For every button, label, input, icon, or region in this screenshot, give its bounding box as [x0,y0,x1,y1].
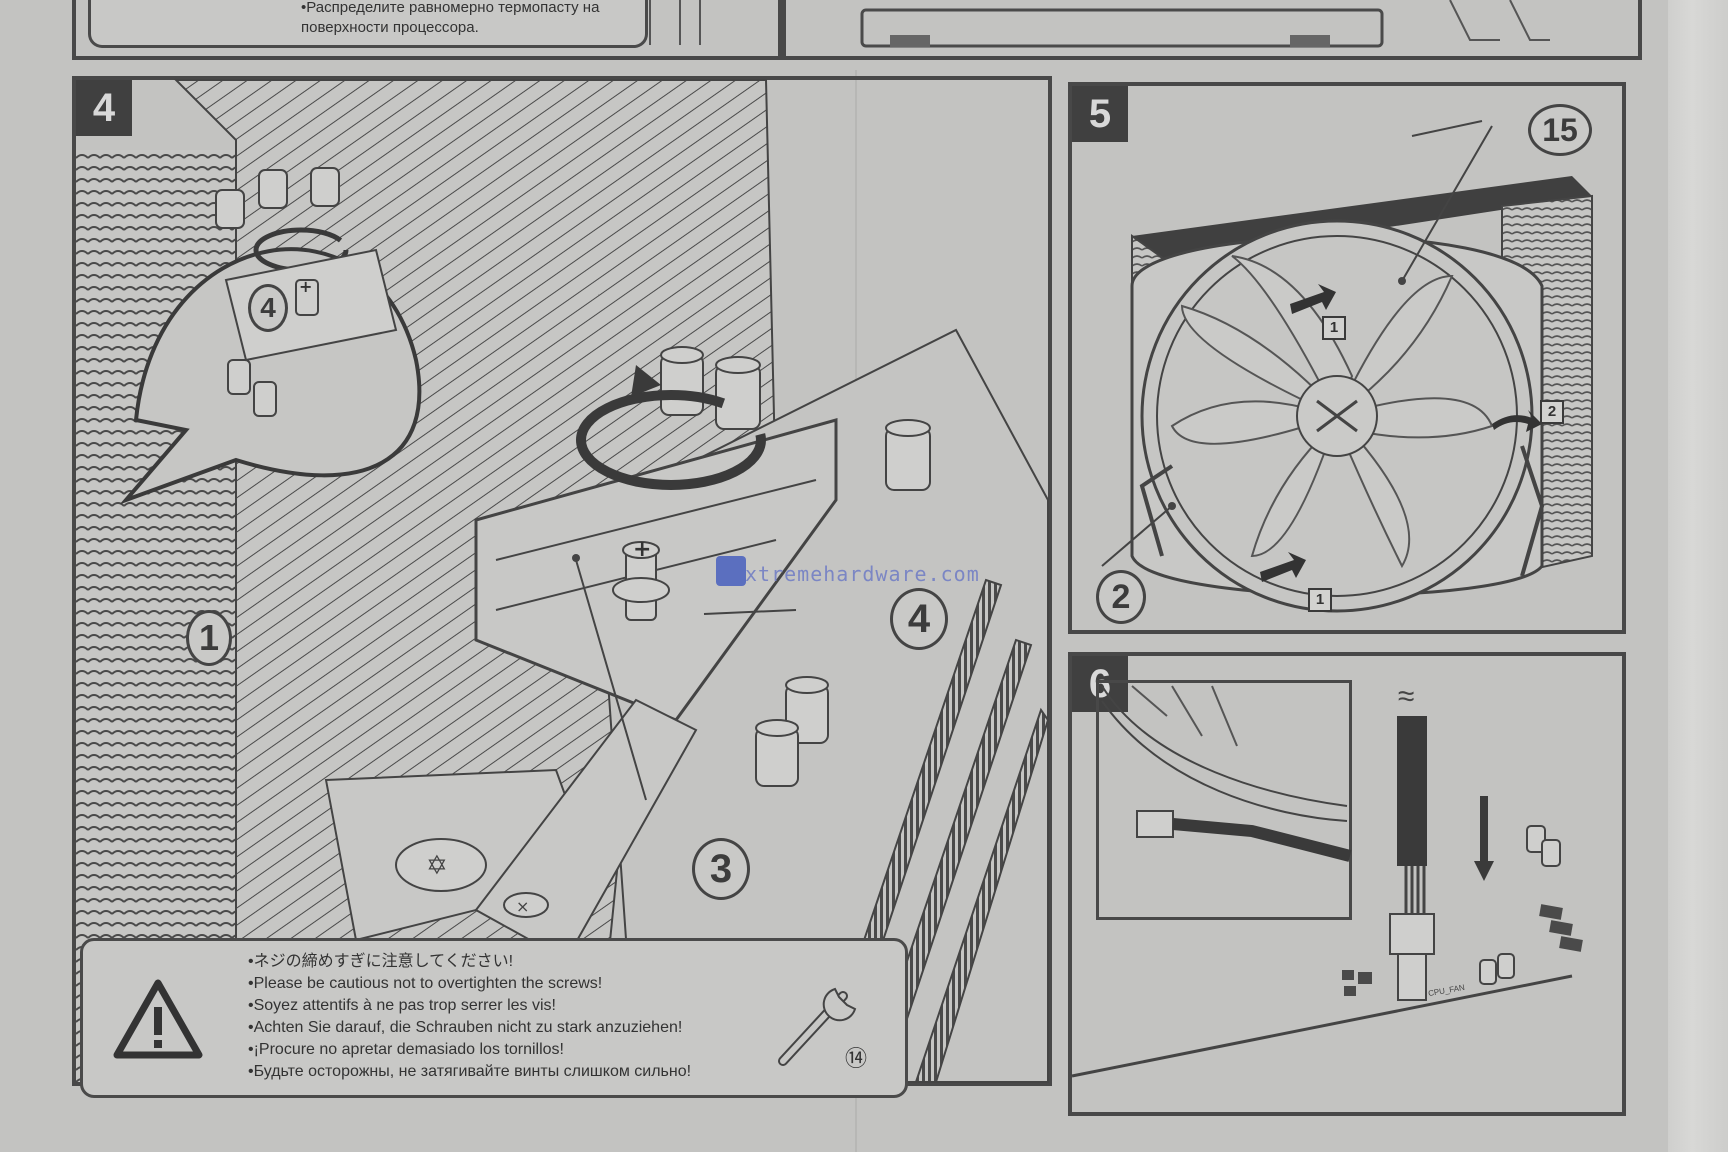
capacitors [660,346,931,787]
square-label-2: 2 [1540,400,1564,424]
square-label-1-bottom: 1 [1308,588,1332,612]
svg-text:+: + [299,277,312,296]
step6-inset [1096,680,1352,920]
rotation-arrow [576,390,766,490]
fan-clip [1139,464,1174,557]
top-right-panel [782,0,1642,60]
page-edge [1668,0,1728,1152]
smd-components [1342,904,1583,996]
warning-line-de: •Achten Sie darauf, die Schrauben nicht … [248,1019,683,1036]
fan-cable [1172,818,1352,862]
cpu-fan-header [1389,913,1435,955]
callout-fan: 2 [1096,570,1146,624]
watermark: xtremehardware.com [745,562,980,586]
heatsink-top [1132,176,1592,261]
warning-box: •ネジの締めすぎに注意してください! •Please be cautious n… [80,938,908,1098]
callout-heatsink: 1 [186,610,232,666]
callout-screw-zoom: 4 [248,284,288,332]
watermark-logo [716,556,746,586]
step5-illustration [1101,120,1593,613]
note-line: •Распределите равномерно термопасту на [301,0,600,16]
warning-line-es: •¡Procure no apretar demasiado los torni… [248,1041,564,1058]
step5-panel: 5 [1068,82,1626,634]
note-line: поверхности процессора. [301,19,479,36]
arrow-1-top [1290,284,1336,314]
down-arrow-icon [1474,861,1494,881]
thermal-paste-note: •Распределите равномерно термопасту на п… [88,0,648,48]
step4-badge: 4 [76,80,132,136]
torx-screw [395,838,487,892]
warning-line-ru: •Будьте осторожны, не затягивайте винты … [248,1063,692,1080]
step5-badge: 5 [1072,86,1128,142]
wave-symbol: ≈ [1398,680,1415,713]
svg-text:+: + [633,537,651,562]
ram-slot [914,707,1050,1083]
svg-text:×: × [516,897,529,916]
capacitors [1479,825,1561,985]
callout-clip: 15 [1528,104,1592,156]
arrow-2 [1492,410,1542,432]
step6-panel: 6 [1068,652,1626,1116]
wrench-icon [778,987,857,1066]
top-left-panel [72,0,782,60]
callout-screw: 4 [890,588,948,650]
board-edge [1071,974,1573,1078]
screw [612,541,670,621]
warning-line-en: •Please be cautious not to overtighten t… [248,975,603,992]
warning-line-fr: •Soyez attentifs à ne pas trop serrer le… [248,997,556,1014]
step6-badge: 6 [1072,656,1128,712]
wrench-label: ⑭ [845,1046,868,1071]
top-strip-drawing [649,0,1550,48]
arrow-1-bottom [1260,552,1306,582]
square-label-1-top: 1 [1322,316,1346,340]
fan-clip [1520,445,1545,577]
step6-illustration [1071,685,1583,1078]
callout-mounting-bar: 3 [692,838,750,900]
fan-connector [1136,810,1174,838]
svg-text:✡: ✡ [426,851,448,881]
warning-line-ja: •ネジの締めすぎに注意してください! [248,953,514,970]
warning-icon [113,979,203,1059]
